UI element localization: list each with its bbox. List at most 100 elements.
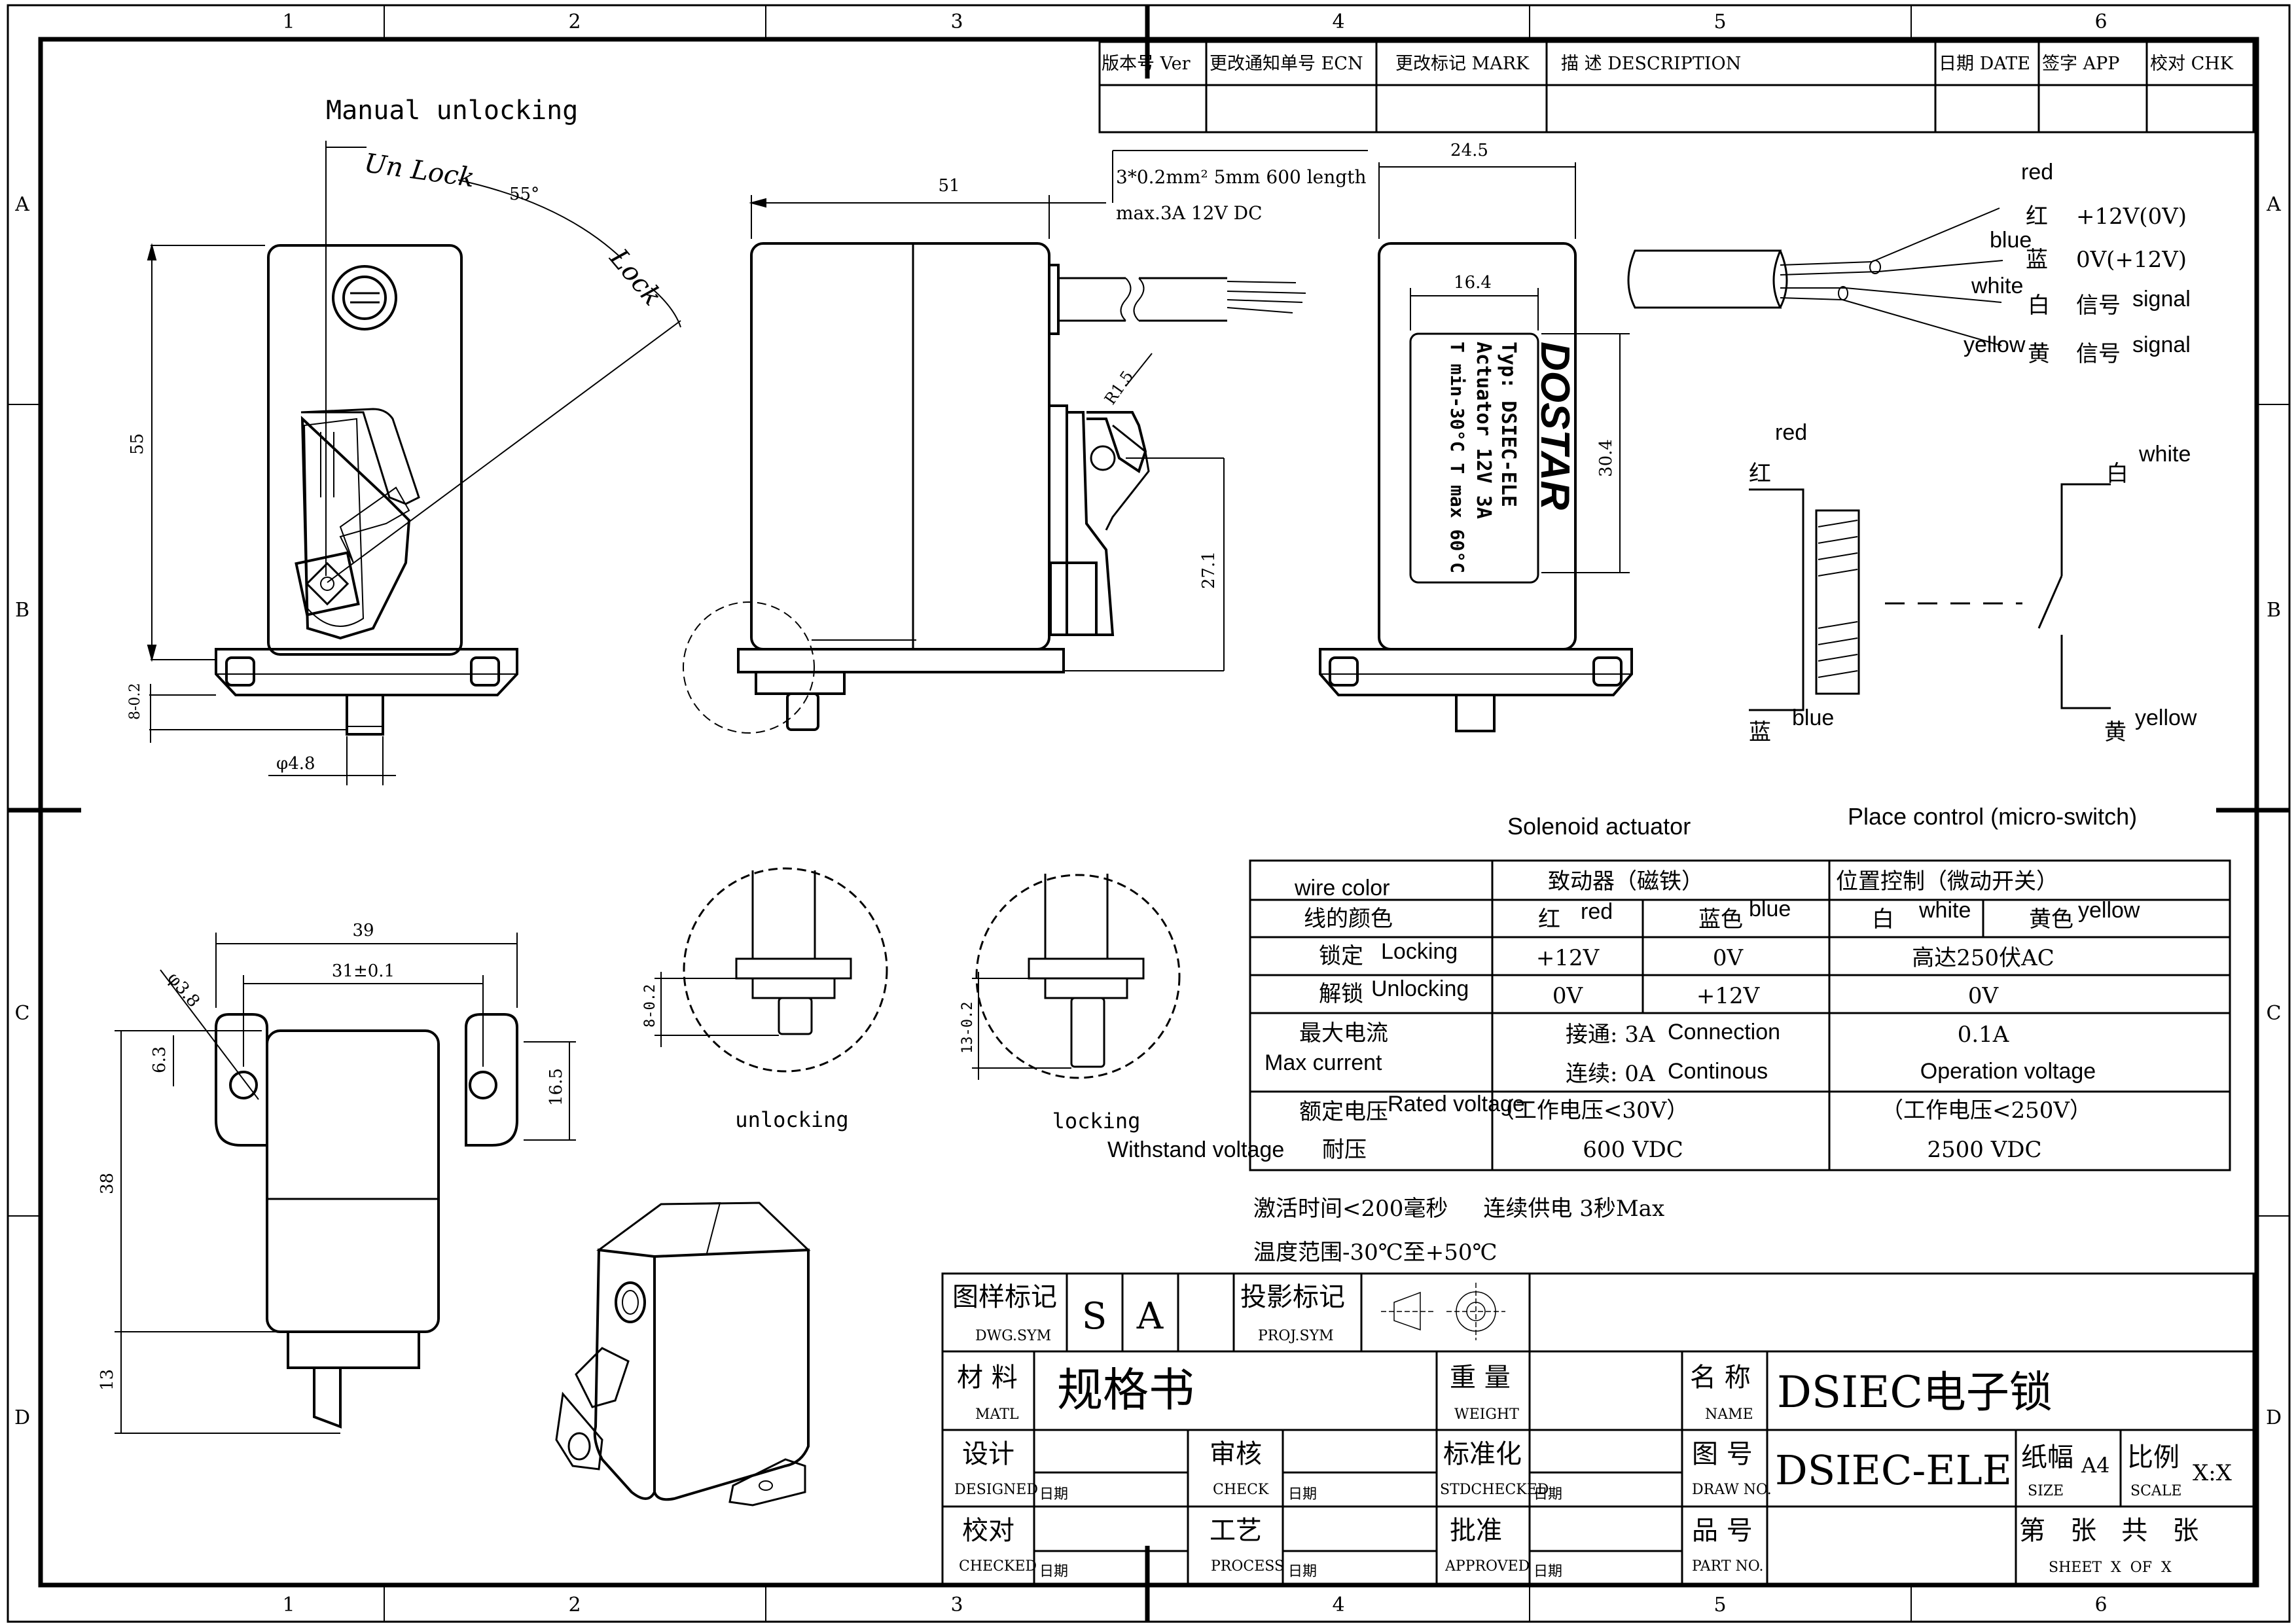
schem-white-en: white [2138,442,2191,467]
spec-conn-cn: 接通: 3A [1566,1022,1655,1048]
cable-diagram-text: red 红 +12V(0V) blue 蓝 0V(+12V) white 白 信… [1964,160,2191,367]
label-actuator: Actuator 12V 3A [1472,342,1495,519]
tb-proj-sym-en: PROJ.SYM [1258,1328,1334,1344]
tb-matl-en: MATL [975,1406,1019,1423]
cable-spec: 3*0.2mm² 5mm 600 length [1116,166,1367,188]
schem-blue-cn: 蓝 [1749,719,1771,745]
spec-locking-red: +12V [1536,945,1600,971]
spec-op-voltage-en: Operation voltage [1920,1059,2096,1084]
spec-wire-color-en: wire color [1294,876,1390,901]
side-view-text: 51 3*0.2mm² 5mm 600 length max.3A 12V DC… [938,166,1366,589]
wiring-schematic-text: red 红 blue 蓝 white 白 yellow 黄 [1749,420,2197,745]
spec-title-switch: Place control (micro-switch) [1848,803,2137,830]
bottom-view-annotations [115,933,576,1434]
revision-table: 版本号 Ver 更改通知单号 ECN 更改标记 MARK 描 述 DESCRIP… [1098,41,2255,134]
tb-sym-a: A [1136,1295,1164,1338]
schem-white-cn: 白 [2106,461,2128,487]
row-label-left-b: B [15,599,29,622]
col-label-top-2: 2 [568,10,581,33]
title-block: 图样标记 DWG.SYM S A 投影标记 PROJ.SYM 材 料 MATL … [941,1272,2255,1585]
spec-red-en: red [1581,899,1613,924]
wire-blue-en: blue [1990,228,2032,253]
label-brand: DOSTAR [1532,342,1577,510]
wire-red-en: red [2021,160,2053,185]
tb-approved-en: APPROVED [1444,1558,1530,1575]
tb-process-cn: 工艺 [1210,1516,1262,1546]
wire-red-value: +12V(0V) [2076,204,2187,230]
rev-header-app: 签字 APP [2042,54,2119,74]
schem-yellow-cn: 黄 [2104,719,2126,745]
col-label-top-5: 5 [1713,10,1726,33]
tb-part-en: PART NO. [1692,1558,1764,1575]
schem-yellow-en: yellow [2135,705,2197,730]
tb-scale-en: SCALE [2130,1483,2181,1499]
tb-drawno-en: DRAW NO. [1692,1482,1772,1498]
dim-bottom-flange: 16.5 [547,1068,566,1106]
tb-designed-cn: 设计 [962,1439,1014,1469]
dim-label-width: 16.4 [1454,273,1492,293]
tb-sym-s: S [1082,1295,1107,1338]
spec-unlocking-blue: +12V [1696,983,1761,1009]
tb-name-cn: 名 称 [1690,1363,1751,1393]
schem-red-en: red [1775,420,1807,445]
side-view [737,242,1306,731]
tb-designed-en: DESIGNED [954,1482,1038,1498]
spec-title-solenoid: Solenoid actuator [1507,813,1691,840]
front-view [215,244,518,736]
wire-blue-value: 0V(+12V) [2076,247,2187,273]
row-label-right-d: D [2266,1406,2282,1429]
front-view-annotations [147,141,681,785]
wire-red-cn: 红 [2026,204,2048,230]
angle-label: 55° [509,185,539,204]
row-label-right-b: B [2267,599,2281,622]
tb-scale-cn: 比例 [2127,1442,2179,1472]
dim-bottom-body: 38 [98,1173,117,1194]
side-view-annotations [683,150,1368,734]
spec-locking-en: Locking [1381,939,1458,964]
zone-labels: 1 2 3 4 5 6 1 2 3 4 5 6 A B C D A B C D [14,10,2282,1616]
tb-dwg-sym-en: DWG.SYM [975,1328,1051,1344]
spec-withstand-en: Withstand voltage [1107,1137,1284,1162]
spec-white-en: white [1918,898,1971,923]
wire-white-value: 信号 [2076,293,2121,319]
rear-view-text: 24.5 16.4 30.4 [1450,141,1616,477]
spec-unlocking-red: 0V [1552,983,1584,1009]
col-label-bottom-3: 3 [950,1594,963,1616]
drawing-border [7,4,2291,1623]
spec-maxcur-cn: 最大电流 [1299,1020,1388,1046]
spec-table: Solenoid actuator Place control (micro-s… [1107,803,2231,1171]
detail-locking-label: locking [1052,1109,1141,1133]
label-temp: T min-30°C T max 60°C [1446,342,1468,573]
spec-yellow-en: yellow [2078,898,2140,923]
tb-size-value: A4 [2081,1453,2109,1478]
tb-sheet-en: SHEET X OF X [2049,1560,2172,1576]
col-label-bottom-6: 6 [2094,1594,2107,1616]
tb-check-date: 日期 [1288,1486,1317,1503]
rear-view-annotations [1378,162,1630,573]
detail-views-text: unlocking locking 8-0.2 13-0.2 [642,984,1140,1133]
tb-checked-en: CHECKED [959,1558,1037,1575]
tb-size-cn: 纸幅 [2021,1442,2073,1472]
spec-maxcur-en: Max current [1265,1050,1382,1075]
rev-header-mark: 更改标记 MARK [1395,54,1530,74]
notes: 激活时间<200毫秒 连续供电 3秒Max 温度范围-30℃至+50℃ [1253,1196,1664,1266]
tb-check-cn: 审核 [1210,1439,1262,1469]
wire-yellow-en: yellow [1964,332,2026,357]
row-label-right-c: C [2267,1002,2282,1025]
note-line-2: 温度范围-30℃至+50℃ [1253,1240,1498,1266]
tb-dwg-sym-cn: 图样标记 [952,1282,1057,1312]
spec-white-cn: 白 [1872,906,1894,933]
projection-symbol-icon [1381,1283,1505,1340]
dim-detail-lock: 13-0.2 [960,1002,976,1054]
rev-header-chk: 校对 CHK [2150,54,2234,74]
detail-views [655,867,1181,1080]
schem-blue-en: blue [1792,705,1834,730]
tb-weight-en: WEIGHT [1454,1406,1519,1423]
dim-bottom-width: 39 [352,921,374,940]
row-label-right-a: A [2266,193,2281,216]
tb-proj-sym-cn: 投影标记 [1240,1282,1345,1312]
col-label-bottom-5: 5 [1713,1594,1726,1616]
dim-detail-unlock: 8-0.2 [642,984,658,1027]
row-label-left-d: D [14,1406,30,1429]
